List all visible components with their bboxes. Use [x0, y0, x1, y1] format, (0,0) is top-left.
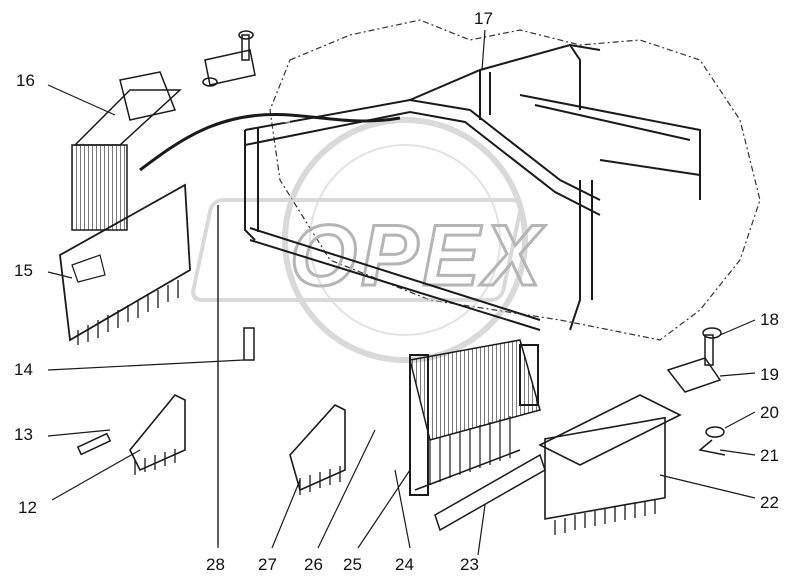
callout-22: 22: [760, 493, 779, 512]
callout-23: 23: [460, 555, 479, 574]
leader-lines: [47, 29, 756, 556]
callout-13: 13: [14, 425, 33, 444]
callout-15: 15: [14, 261, 33, 280]
callout-21: 21: [760, 446, 779, 465]
panel-15: [59, 183, 191, 345]
bolt-14: [243, 327, 255, 361]
central-radiator: [409, 339, 541, 496]
watermark-text: OPEX: [290, 208, 546, 304]
callout-28: 28: [206, 555, 225, 574]
frame-rails: [244, 43, 701, 331]
callout-14: 14: [14, 360, 33, 379]
callout-25: 25: [343, 555, 362, 574]
callout-20: 20: [760, 403, 779, 422]
callout-16: 16: [16, 71, 35, 90]
hose-inner: [139, 120, 291, 176]
top-bracket: [202, 30, 256, 87]
callout-18: 18: [760, 310, 779, 329]
callout-27: 27: [258, 555, 277, 574]
callout-12: 12: [18, 498, 37, 517]
callout-19: 19: [760, 365, 779, 384]
callout-24: 24: [395, 555, 414, 574]
callout-17: 17: [474, 9, 493, 28]
panel-12: [129, 393, 186, 475]
panel-27: [289, 404, 346, 495]
bolt-13: [76, 432, 112, 456]
hose: [139, 112, 401, 172]
bracket-19: [666, 327, 726, 456]
panel-16: [71, 71, 182, 231]
callout-26: 26: [304, 555, 323, 574]
strip-23: [434, 453, 546, 532]
panel-22: [538, 394, 682, 535]
